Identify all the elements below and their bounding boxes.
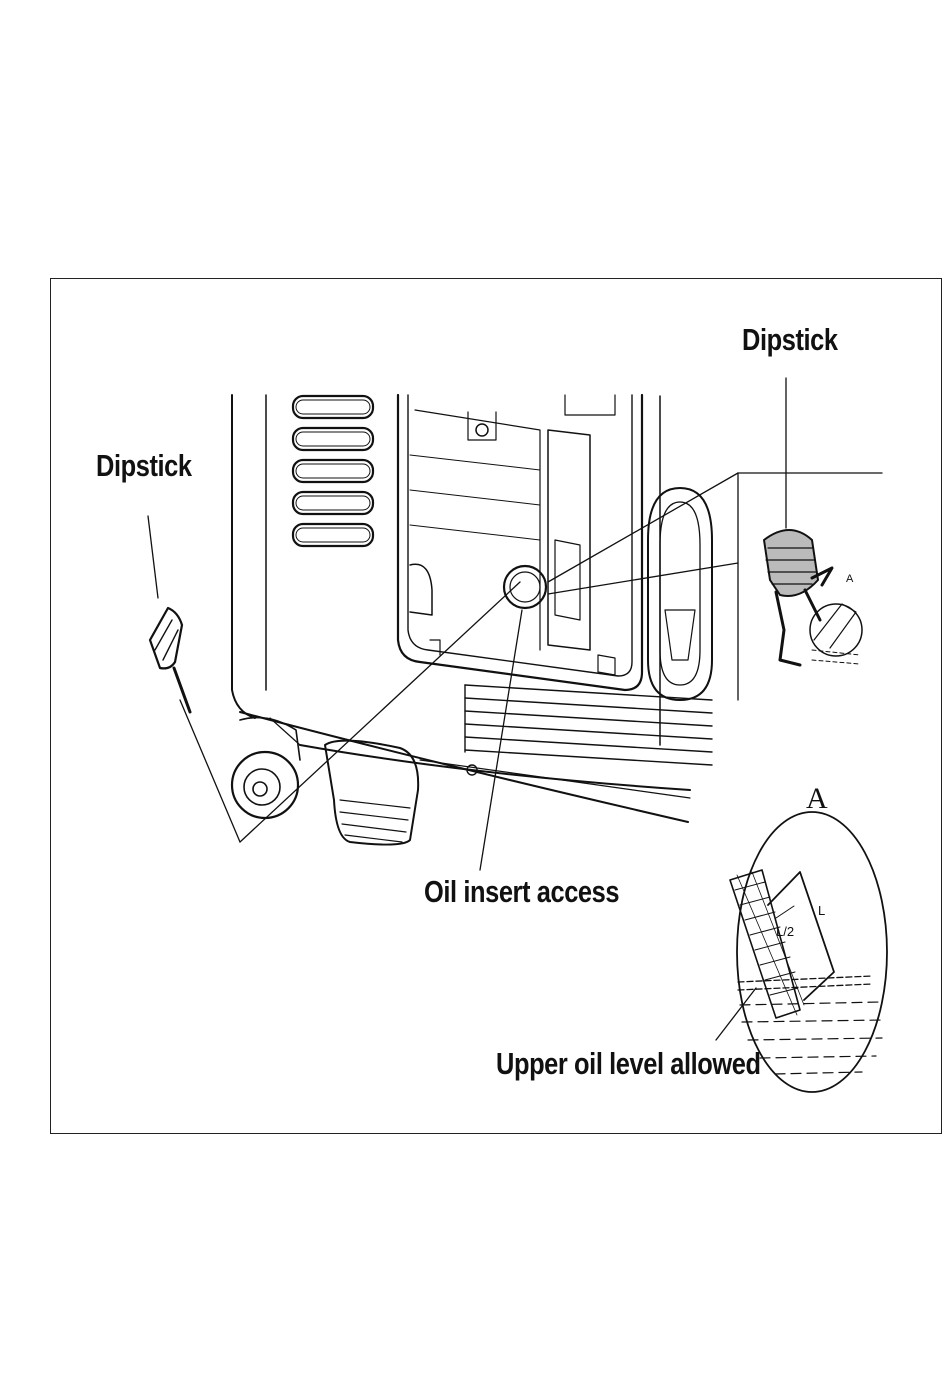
oil-insert-access-label: Oil insert access xyxy=(424,874,619,910)
detail-marker-small: A xyxy=(846,573,854,585)
dipstick-inset xyxy=(764,530,862,665)
access-panel xyxy=(398,395,642,690)
generator-body xyxy=(232,395,690,822)
length-label: L xyxy=(818,903,825,918)
oil-fill-opening xyxy=(504,566,546,608)
leader-lines xyxy=(148,378,882,1040)
dipstick-label-left: Dipstick xyxy=(96,448,192,484)
side-handle xyxy=(648,396,712,745)
dipstick-label-right: Dipstick xyxy=(742,322,838,358)
wheel xyxy=(232,718,300,818)
vent-slots xyxy=(293,396,373,546)
half-length-label: L/2 xyxy=(776,924,794,939)
detail-marker-large: A xyxy=(806,782,828,815)
upper-oil-level-label: Upper oil level allowed xyxy=(496,1046,761,1082)
dipstick-cap xyxy=(150,608,190,712)
